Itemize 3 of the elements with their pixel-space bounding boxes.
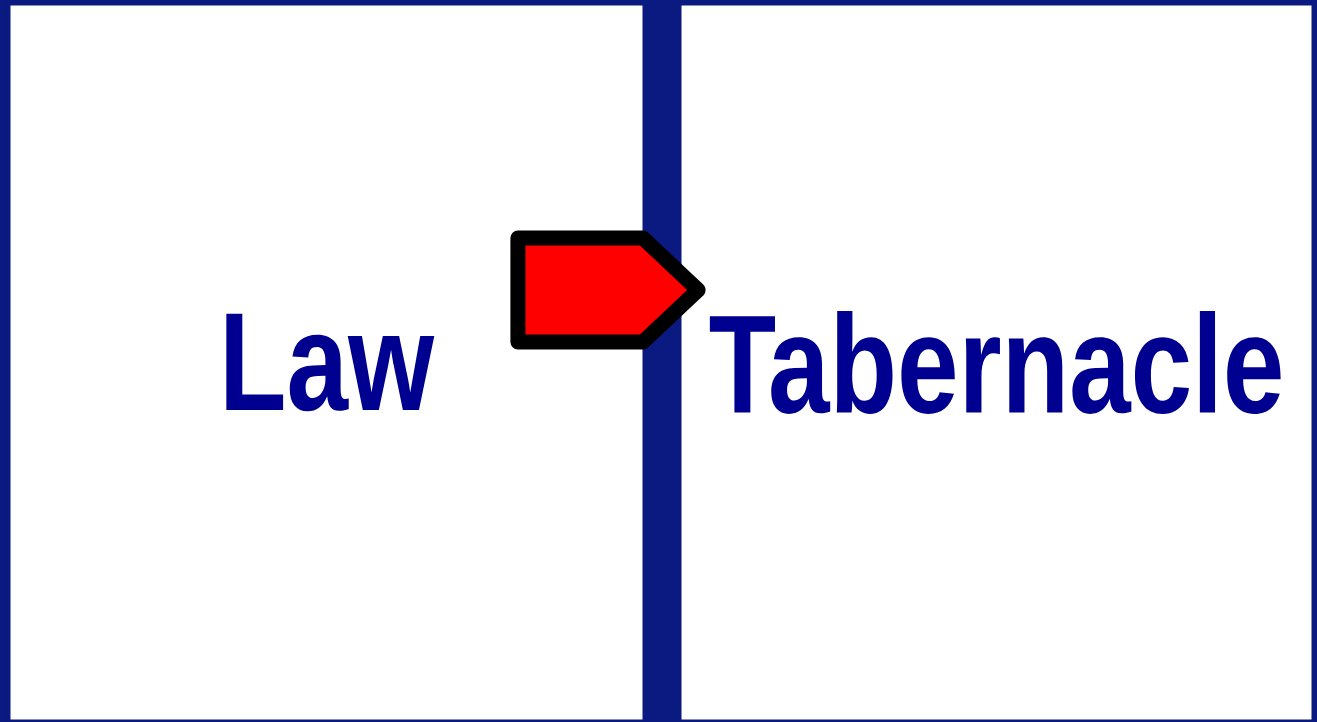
- text-panel: Tabernacle: [681, 5, 1312, 720]
- text-panel: Law: [10, 5, 643, 720]
- arrow: [510, 230, 706, 350]
